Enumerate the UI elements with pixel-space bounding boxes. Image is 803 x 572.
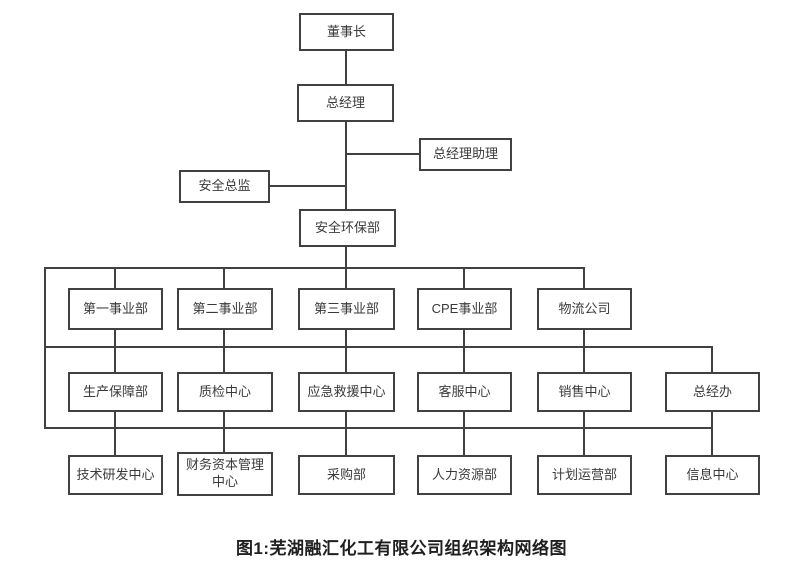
- org-node-quality-inspection-center: 质检中心: [177, 372, 273, 412]
- org-node-label: 总经理: [325, 94, 365, 110]
- connector-line: [345, 412, 347, 429]
- org-node-division-3: 第三事业部: [298, 288, 395, 330]
- org-node-label: 计划运营部: [551, 466, 617, 482]
- org-node-planning-operations-dept: 计划运营部: [537, 455, 632, 495]
- connector-line: [463, 412, 465, 429]
- connector-line: [711, 346, 713, 374]
- connector-line: [345, 330, 347, 348]
- connector-line: [223, 412, 225, 429]
- org-node-chairman: 董事长: [299, 13, 394, 51]
- org-node-label: 总经理助理: [432, 146, 498, 162]
- org-node-tech-rd-center: 技术研发中心: [68, 455, 163, 495]
- org-node-finance-capital-center: 财务资本管理中心: [177, 452, 273, 496]
- connector-line: [223, 427, 225, 457]
- org-node-label: 安全环保部: [314, 219, 380, 235]
- trunk-left: [44, 267, 46, 429]
- org-node-label: 应急救援中心: [307, 383, 386, 399]
- connector-line: [223, 267, 225, 289]
- org-node-procurement-dept: 采购部: [298, 455, 395, 495]
- org-node-emergency-rescue-center: 应急救援中心: [298, 372, 395, 412]
- org-node-logistics-company: 物流公司: [537, 288, 632, 330]
- connector-line: [463, 330, 465, 348]
- org-node-production-support-dept: 生产保障部: [68, 372, 163, 412]
- bus-row2: [44, 346, 713, 348]
- org-node-customer-service-center: 客服中心: [417, 372, 512, 412]
- org-node-label: 物流公司: [558, 300, 611, 316]
- connector-line: [583, 412, 585, 429]
- connector-line: [223, 346, 225, 374]
- connector-line: [114, 267, 116, 289]
- connector-line: [114, 346, 116, 374]
- connector-line: [345, 346, 347, 374]
- org-node-label: 第二事业部: [192, 300, 258, 316]
- connector-line: [463, 267, 465, 289]
- connector-line: [583, 267, 585, 289]
- connector-line: [345, 267, 347, 289]
- connector-line: [463, 346, 465, 374]
- connector-gm-safety-env: [345, 122, 347, 211]
- org-node-information-center: 信息中心: [665, 455, 760, 495]
- org-node-label: 人力资源部: [431, 466, 497, 482]
- bus-row1: [44, 267, 585, 269]
- org-node-label: 生产保障部: [82, 383, 148, 399]
- org-node-division-1: 第一事业部: [68, 288, 163, 330]
- org-node-label: CPE事业部: [431, 300, 498, 316]
- connector-line: [583, 346, 585, 374]
- org-node-label: 第三事业部: [313, 300, 379, 316]
- org-node-division-2: 第二事业部: [177, 288, 273, 330]
- org-node-gm-office: 总经办: [665, 372, 760, 412]
- org-node-safety-director: 安全总监: [179, 170, 270, 203]
- connector-line: [345, 427, 347, 457]
- org-node-label: 技术研发中心: [76, 466, 155, 482]
- bus-row3: [44, 427, 713, 429]
- connector-line: [583, 330, 585, 348]
- org-node-label: 客服中心: [438, 383, 491, 399]
- org-node-label: 财务资本管理中心: [185, 457, 264, 489]
- org-node-label: 安全总监: [198, 178, 251, 194]
- connector-safety-env-bus1: [345, 247, 347, 269]
- org-node-label: 董事长: [326, 23, 366, 39]
- connector-gm-assistant-branch: [345, 153, 421, 155]
- connector-safety-director-branch: [268, 185, 347, 187]
- figure-caption: 图1:芜湖融汇化工有限公司组织架构网络图: [235, 539, 568, 558]
- org-node-label: 销售中心: [558, 383, 611, 399]
- org-node-label: 质检中心: [198, 383, 251, 399]
- org-node-label: 总经办: [692, 383, 732, 399]
- connector-line: [463, 427, 465, 457]
- org-node-general-manager: 总经理: [297, 84, 394, 122]
- connector-line: [223, 330, 225, 348]
- connector-line: [711, 427, 713, 457]
- org-node-gm-assistant: 总经理助理: [419, 138, 512, 171]
- org-node-hr-dept: 人力资源部: [417, 455, 512, 495]
- connector-line: [114, 427, 116, 457]
- connector-chairman-gm: [345, 51, 347, 86]
- org-node-safety-environment-dept: 安全环保部: [299, 209, 396, 247]
- org-node-cpe-division: CPE事业部: [417, 288, 512, 330]
- connector-line: [583, 427, 585, 457]
- org-node-label: 第一事业部: [82, 300, 148, 316]
- org-node-label: 信息中心: [686, 466, 739, 482]
- org-node-sales-center: 销售中心: [537, 372, 632, 412]
- org-node-label: 采购部: [326, 466, 366, 482]
- connector-line: [114, 412, 116, 429]
- connector-line: [711, 412, 713, 429]
- connector-line: [114, 330, 116, 348]
